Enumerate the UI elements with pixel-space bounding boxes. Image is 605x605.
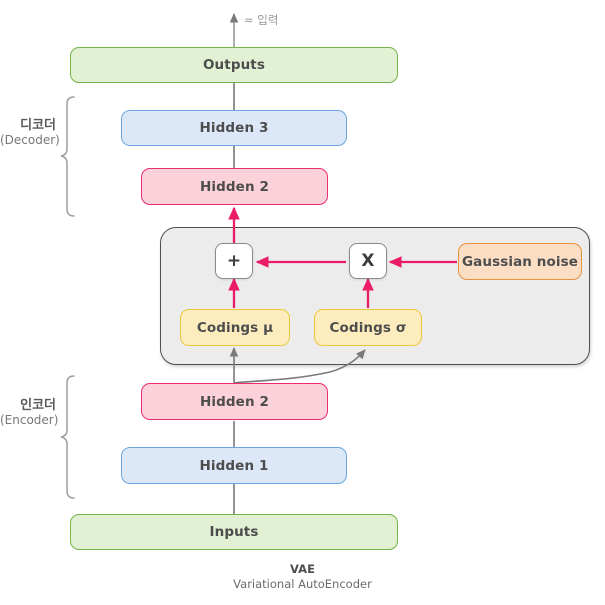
node-hidden-2-encoder[interactable]: Hidden 2 — [141, 383, 328, 420]
node-outputs[interactable]: Outputs — [70, 47, 398, 83]
caption-full: Variational AutoEncoder — [233, 577, 372, 591]
node-codings-mu[interactable]: Codings μ — [180, 309, 290, 346]
node-hidden-1[interactable]: Hidden 1 — [121, 447, 347, 484]
decoder-label-en: (Decoder) — [0, 133, 60, 148]
encoder-group-label: 인코더 (Encoder) — [0, 398, 59, 428]
node-add-operator[interactable]: + — [215, 243, 253, 279]
caption-abbrev: VAE — [290, 562, 315, 576]
node-hidden-2-decoder[interactable]: Hidden 2 — [141, 168, 328, 205]
approx-input-note: ≈ 입력 — [244, 13, 279, 27]
node-hidden-3[interactable]: Hidden 3 — [121, 110, 347, 146]
encoder-label-en: (Encoder) — [0, 413, 59, 428]
node-inputs[interactable]: Inputs — [70, 514, 398, 550]
node-codings-sigma[interactable]: Codings σ — [314, 309, 422, 346]
decoder-label-ko: 디코더 — [20, 118, 56, 133]
decoder-group-label: 디코더 (Decoder) — [0, 118, 60, 148]
diagram-caption: VAE Variational AutoEncoder — [0, 562, 605, 591]
node-gaussian-noise[interactable]: Gaussian noise — [458, 243, 582, 280]
node-multiply-operator[interactable]: X — [349, 243, 387, 279]
encoder-label-ko: 인코더 — [20, 398, 56, 413]
